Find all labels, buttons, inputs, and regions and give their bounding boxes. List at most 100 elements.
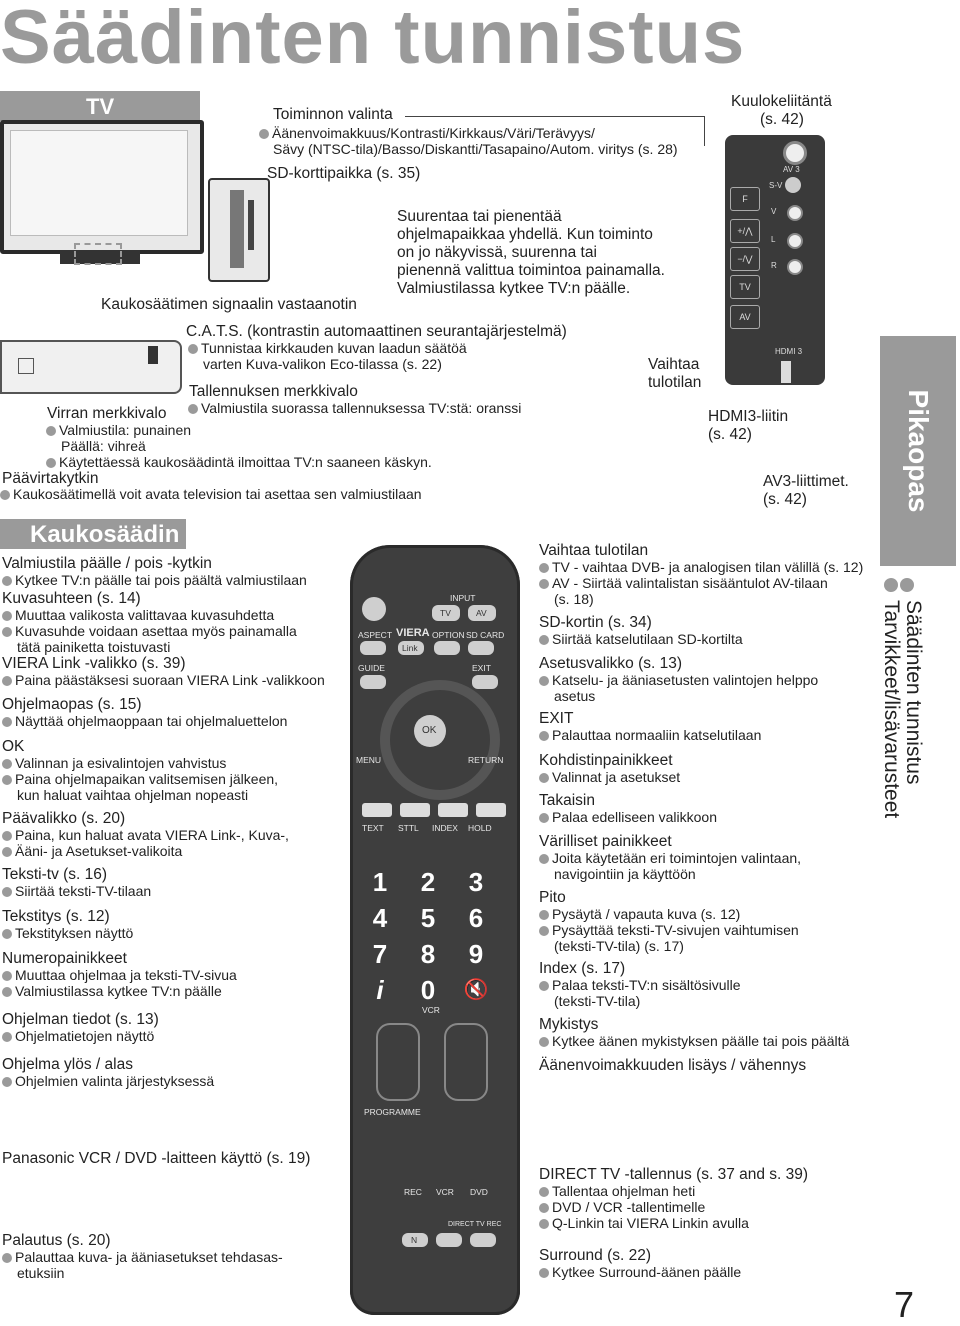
n-button[interactable]: N: [402, 1233, 428, 1247]
digit-5[interactable]: 5: [420, 903, 436, 933]
mute-button[interactable]: 🔇: [463, 979, 489, 1001]
cats-desc-1: Tunnistaa kirkkauden kuvan laadun säätöä: [188, 340, 467, 356]
left-line-2-0: Paina päästäksesi suoraan VIERA Link -va…: [2, 672, 325, 688]
left-line-1-0: Muuttaa valikosta valittavaa kuvasuhdett…: [2, 607, 274, 623]
input-label: INPUT: [450, 593, 476, 603]
left-line-5-0: Paina, kun haluat avata VIERA Link-, Kuv…: [2, 827, 289, 843]
digit-9[interactable]: 9: [468, 939, 484, 969]
left-title-2: VIERA Link -valikko (s. 39): [2, 655, 186, 672]
left-title-6: Teksti-tv (s. 16): [2, 866, 108, 883]
page-number: 7: [894, 1284, 915, 1325]
right-line-8-0: Palaa teksti-TV:n sisältösivulle: [539, 977, 741, 993]
digit-7[interactable]: 7: [372, 939, 388, 969]
left-line-9-0: Ohjelmatietojen näyttö: [2, 1028, 154, 1044]
right-title-7: Pito: [539, 889, 566, 906]
panel-sv-label: S-V: [769, 181, 783, 190]
volume-rocker[interactable]: [444, 1023, 488, 1101]
left-title-12: Palautus (s. 20): [2, 1232, 111, 1249]
zoom-desc-2: ohjelmapaikkaa yhdellä. Kun toiminto: [397, 226, 653, 243]
panel-tv-button: TV: [730, 275, 760, 299]
right-line-7-0: Pysäytä / vapauta kuva (s. 12): [539, 906, 740, 922]
info-button[interactable]: i: [376, 975, 384, 1005]
tv-input-label: TV: [440, 608, 451, 618]
exit-button[interactable]: [472, 675, 498, 689]
digit-0[interactable]: 0: [420, 975, 436, 1005]
right-line-0-0: TV - vaihtaa DVB- ja analogisen tilan vä…: [539, 559, 863, 575]
rec-indicator-desc: Valmiustila suorassa tallennuksessa TV:s…: [188, 400, 521, 416]
right-title-5: Takaisin: [539, 792, 595, 809]
zoom-desc-3: on jo näkyvissä, suurenna tai: [397, 244, 597, 261]
side-tab-label: Pikaopas: [903, 389, 934, 513]
remote-control: INPUT TV AV ASPECT VIERA OPTION SD CARD …: [350, 545, 520, 1315]
right-title-0: Vaihtaa tulotilan: [539, 542, 649, 559]
direct-tv-rec-button[interactable]: [470, 1233, 496, 1247]
tv-input-button[interactable]: TV: [432, 605, 460, 621]
left-title-8: Numeropainikkeet: [2, 950, 127, 967]
svideo-jack-icon: [785, 177, 801, 193]
color-buttons[interactable]: [362, 803, 508, 819]
left-line-8-0: Muuttaa ohjelmaa ja teksti-TV-sivua: [2, 967, 237, 983]
panel-av-button: AV: [730, 305, 760, 329]
right-title-8: Index (s. 17): [539, 960, 626, 977]
right-line-6-1: navigointiin ja käyttöön: [554, 866, 696, 882]
left-line-8-1: Valmiustilassa kytkee TV:n päälle: [2, 983, 222, 999]
digit-2[interactable]: 2: [420, 867, 436, 897]
remote-receiver-label: Kaukosäätimen signaalin vastaanotin: [101, 296, 357, 313]
sdcard-button[interactable]: [468, 641, 494, 655]
left-line-12-1: etuksiin: [17, 1265, 65, 1281]
right-line-0-1: AV - Siirtää valintalistan sisääntulot A…: [539, 575, 828, 591]
left-line-3-0: Näyttää ohjelmaoppaan tai ohjelmaluettel…: [2, 713, 287, 729]
left-title-3: Ohjelmaopas (s. 15): [2, 696, 142, 713]
side-vertical-2: Tarvikkeet/lisävarusteet: [880, 600, 903, 819]
tv-header: TV: [0, 91, 200, 121]
left-title-4: OK: [2, 738, 25, 755]
right-line-11-1: DVD / VCR -tallentimelle: [539, 1199, 705, 1215]
aspect-button[interactable]: [360, 641, 386, 655]
av3-label: AV3-liittimet.: [763, 473, 849, 490]
right-line-11-2: Q-Linkin tai VIERA Linkin avulla: [539, 1215, 749, 1231]
change-input-2: tulotilan: [648, 374, 702, 391]
main-power-label: Päävirtakytkin: [2, 470, 99, 487]
exit-label: EXIT: [472, 663, 491, 673]
hdmi-port-icon: [781, 361, 791, 383]
power-standby: Valmiustila: punainen: [46, 422, 191, 438]
av3-ref: (s. 42): [763, 491, 807, 508]
left-title-11: Panasonic VCR / DVD -laitteen käyttö (s.…: [2, 1150, 311, 1167]
side-connector-panel: F +/⋀ −/⋁ TV AV AV 3 S-V V L R HDMI 3: [725, 135, 825, 385]
surround-button[interactable]: [436, 1233, 462, 1247]
video-jack-icon: [787, 205, 803, 221]
right-line-4-0: Valinnat ja asetukset: [539, 769, 680, 785]
index-label: INDEX: [432, 823, 458, 833]
panel-hdmi-label: HDMI 3: [775, 347, 803, 356]
cats-label: C.A.T.S. (kontrastin automaattinen seura…: [186, 323, 567, 340]
right-title-9: Mykistys: [539, 1016, 599, 1033]
digit-4[interactable]: 4: [372, 903, 388, 933]
hold-label: HOLD: [468, 823, 492, 833]
headphone-label: Kuulokeliitäntä: [731, 93, 832, 110]
digit-3[interactable]: 3: [468, 867, 484, 897]
programme-label: PROGRAMME: [364, 1107, 421, 1117]
sttl-label: STTL: [398, 823, 419, 833]
option-button[interactable]: [434, 641, 460, 655]
channel-rocker[interactable]: [376, 1023, 420, 1101]
viera-link-button[interactable]: Link: [398, 641, 424, 655]
zoom-desc-4: pienennä valittua toimintoa painamalla.: [397, 262, 665, 279]
viera-label: VIERA: [396, 627, 430, 639]
av-input-button[interactable]: AV: [468, 605, 496, 621]
left-line-1-2: tätä painiketta toistuvasti: [17, 639, 171, 655]
panel-plus-button: +/⋀: [730, 219, 760, 243]
av-input-label: AV: [476, 608, 487, 618]
page-title: Säädinten tunnistus: [0, 0, 746, 80]
left-title-7: Tekstitys (s. 12): [2, 908, 110, 925]
left-title-0: Valmiustila päälle / pois -kytkin: [2, 555, 212, 572]
digit-6[interactable]: 6: [468, 903, 484, 933]
guide-button[interactable]: [360, 675, 386, 689]
panel-r-label: R: [771, 261, 777, 270]
text-label: TEXT: [362, 823, 384, 833]
digit-1[interactable]: 1: [372, 867, 388, 897]
power-button[interactable]: [362, 597, 386, 621]
right-line-6-0: Joita käytetään eri toimintojen valintaa…: [539, 850, 801, 866]
left-title-1: Kuvasuhteen (s. 14): [2, 590, 141, 607]
digit-8[interactable]: 8: [420, 939, 436, 969]
ok-button[interactable]: OK: [414, 715, 446, 747]
